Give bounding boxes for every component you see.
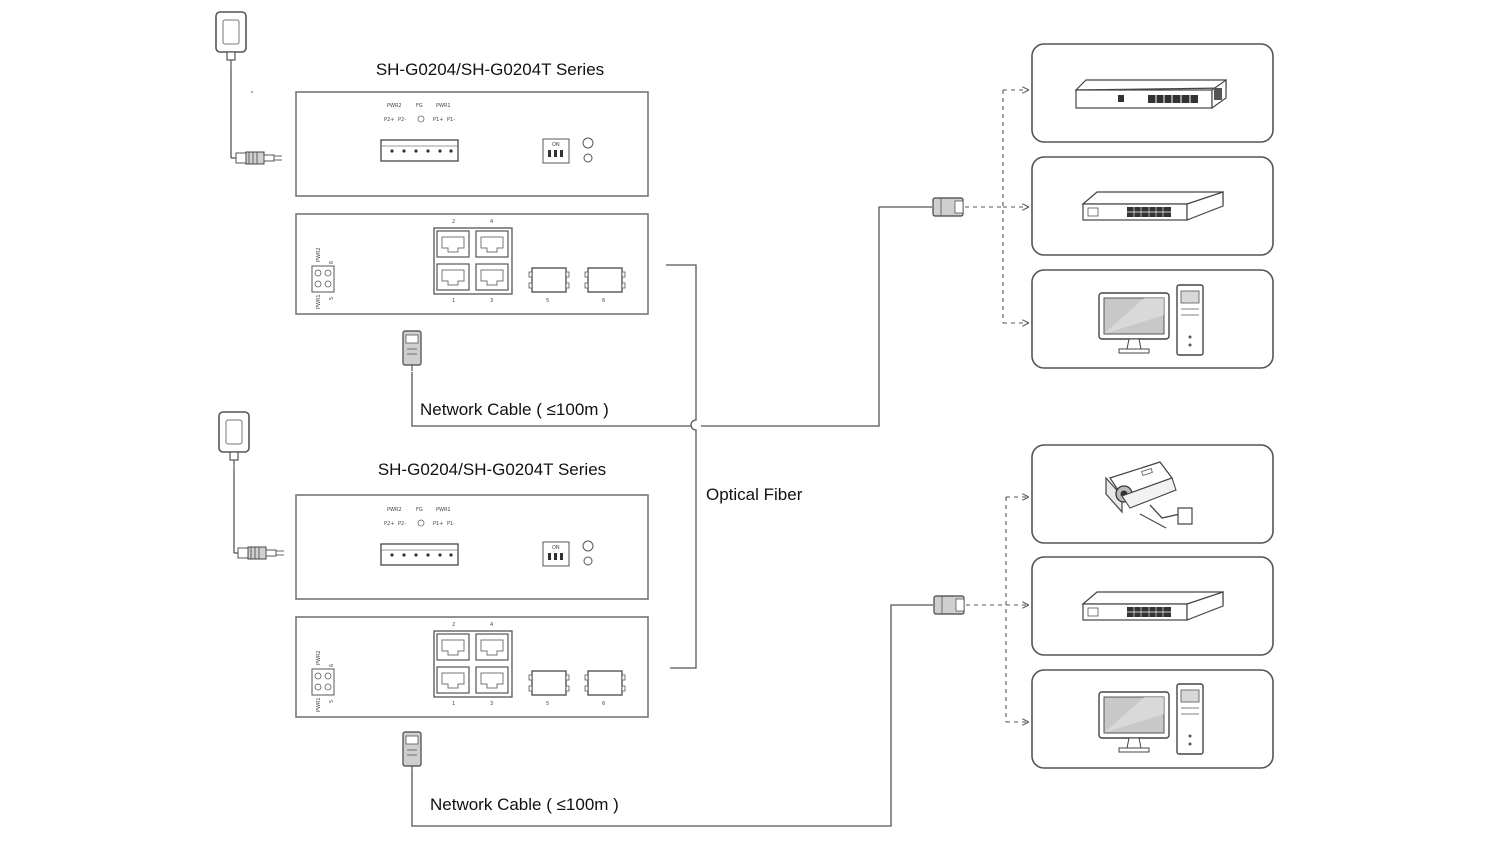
rj45-connector-icon [402,330,422,372]
port-label-1: 1 [452,701,455,707]
port-label-2: 2 [452,219,455,225]
ground-icon [583,556,593,566]
device-card-network-switch [1031,556,1274,656]
terminal-label-p1m: P1- [447,521,455,527]
led-label-pwr2: PWR2 [316,650,322,665]
port-label-1: 1 [452,298,455,304]
terminal-label-p1m: P1- [447,117,455,123]
rj45-port-3 [475,666,509,694]
led-label-5: 5 [329,700,335,703]
rj45-port-2 [436,633,470,661]
sfp-port-5 [528,267,570,293]
dip-label-on: ON [552,545,560,551]
port-label-2: 2 [452,622,455,628]
led-indicators [311,265,335,293]
terminal-label-pwr1: PWR1 [436,507,451,513]
terminal-block [380,139,459,162]
port-label-4: 4 [490,622,493,628]
sfp-label-5: 5 [546,701,549,707]
dc-plug-icon [235,151,283,165]
rj45-port-3 [475,263,509,291]
led-label-pwr2: PWR2 [316,247,322,262]
terminal-block [380,543,459,566]
switch-2: SH-G0204/SH-G0204T Series PWR2 FG PWR1 P… [218,411,649,814]
device-card-cctv-camera [1031,444,1274,544]
device-card-computer [1031,269,1274,369]
dc-plug-icon [237,546,285,560]
indicator-icon [582,540,594,552]
rj45-port-4 [475,633,509,661]
ground-icon [417,519,425,527]
power-adapter-icon [215,11,247,71]
switch-1: SH-G0204/SH-G0204T Series PWR2 FG PWR1 P… [215,11,649,419]
terminal-label-p2p: P2+ [384,521,394,527]
terminal-label-p1p: P1+ [433,117,443,123]
network-cable-1 [411,206,932,427]
cctv-camera-icon [1105,461,1193,529]
rj45-port-4 [475,230,509,258]
rj45-connector-icon [933,595,965,615]
port-label-3: 3 [490,701,493,707]
port-label-3: 3 [490,298,493,304]
terminal-label-fg: FG [416,507,423,513]
led-label-5: 5 [329,297,335,300]
power-adapter-icon [218,411,250,471]
rj45-port-1 [436,666,470,694]
led-label-pwr1: PWR1 [316,697,322,712]
terminal-label-pwr1: PWR1 [436,103,451,109]
rj45-port-1 [436,263,470,291]
terminal-label-pwr2: PWR2 [387,103,402,109]
network-cable-label: Network Cable ( ≤100m ) [420,400,609,419]
sfp-port-5 [528,670,570,696]
switch-top-panel [295,91,649,197]
device-card-poe-switch [1031,43,1274,143]
sfp-label-6: 6 [602,701,605,707]
poe-switch-icon [1074,78,1227,110]
led-label-6: 6 [329,261,335,264]
sfp-port-6 [584,267,626,293]
led-label-pwr1: PWR1 [316,294,322,309]
optical-fiber-label: Optical Fiber [706,485,803,504]
connections: Optical Fiber [411,90,1028,827]
device-card-computer [1031,669,1274,769]
sfp-label-5: 5 [546,298,549,304]
sfp-port-6 [584,670,626,696]
optical-fiber-line [666,264,697,669]
terminal-label-p2m: P2- [398,521,406,527]
switch-title: SH-G0204/SH-G0204T Series [376,60,604,79]
terminal-label-pwr2: PWR2 [387,507,402,513]
dip-label-on: ON [552,142,560,148]
switch-title: SH-G0204/SH-G0204T Series [378,460,606,479]
indicator-icon [582,137,594,149]
terminal-label-p2m: P2- [398,117,406,123]
device-card-network-switch [1031,156,1274,256]
rj45-port-2 [436,230,470,258]
rj45-connector-icon [402,731,422,773]
network-cable-label: Network Cable ( ≤100m ) [430,795,619,814]
led-indicators [311,668,335,696]
terminal-label-fg: FG [416,103,423,109]
led-label-6: 6 [329,664,335,667]
port-label-4: 4 [490,219,493,225]
ground-icon [583,153,593,163]
ground-icon [417,115,425,123]
switch-top-panel [295,494,649,600]
sfp-label-6: 6 [602,298,605,304]
network-cable-2 [411,604,933,827]
terminal-label-p2p: P2+ [384,117,394,123]
dip-switch: ON [542,541,570,567]
terminal-label-p1p: P1+ [433,521,443,527]
dip-switch: ON [542,138,570,164]
rj45-connector-icon [932,197,964,217]
